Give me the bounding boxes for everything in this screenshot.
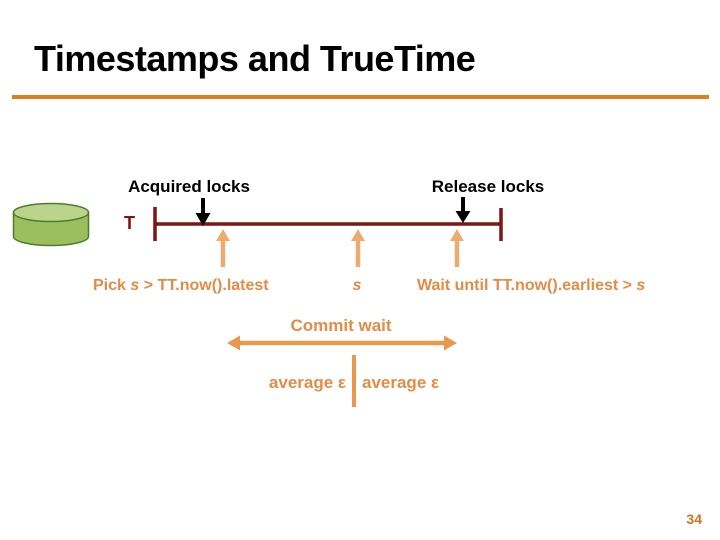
wait-prefix-text: Wait until TT.now().earliest >	[417, 277, 637, 294]
pick-prefix-text: Pick	[93, 277, 131, 294]
pick-suffix-text: > TT.now().latest	[139, 277, 269, 294]
s-timestamp-label: s	[352, 277, 362, 294]
release-locks-arrow	[455, 197, 471, 223]
pick-marker-arrow	[216, 229, 230, 267]
wait-s-variable: s	[636, 277, 646, 294]
pick-s-annotation: Pick s > TT.now().latest	[93, 277, 269, 295]
timeline-axis	[153, 207, 503, 241]
acquired-locks-label: Acquired locks	[128, 177, 250, 196]
average-epsilon-left-label: average ε	[268, 373, 346, 392]
commit-wait-label: Commit wait	[290, 316, 392, 335]
release-locks-label: Release locks	[431, 177, 545, 196]
wait-until-annotation: Wait until TT.now().earliest > s	[417, 277, 645, 295]
wait-marker-arrow	[450, 229, 464, 267]
database-cylinder-icon	[12, 202, 90, 247]
page-number: 34	[686, 511, 702, 527]
average-epsilon-right-label: average ε	[362, 373, 440, 392]
title-underline	[12, 95, 709, 99]
cylinder-top	[12, 202, 90, 223]
acquired-locks-arrow	[195, 198, 211, 226]
s-marker-arrow	[351, 229, 365, 267]
timeline-t-label: T	[124, 213, 135, 233]
commit-wait-arrow	[227, 335, 457, 351]
pick-s-variable: s	[130, 277, 140, 294]
page-title: Timestamps and TrueTime	[34, 38, 476, 79]
